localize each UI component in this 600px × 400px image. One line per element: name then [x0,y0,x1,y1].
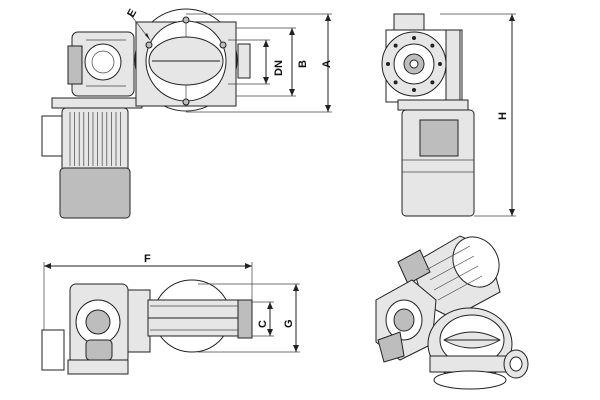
dim-label-e: E [125,7,139,19]
flange-bolt [386,62,390,66]
front-gearbox [67,31,135,97]
top-valve-body [147,279,253,353]
front-valve-flange [134,8,251,112]
flange-bolt [438,62,442,66]
side-mounting-plate [397,99,469,111]
dimension-a: A [186,13,333,113]
front-view: E DN B A [41,7,333,219]
front-mounting-plate [51,97,143,109]
flange-bolt [393,80,398,85]
dimension-f: F [43,253,253,330]
isometric-view [375,235,529,390]
flange-bolt [412,88,416,92]
side-gearbox [381,13,463,103]
dimension-h: H [440,13,516,217]
dim-label-b: B [297,60,309,68]
dim-label-f: F [144,253,151,265]
side-motor [401,109,475,217]
top-view: F C [41,253,300,375]
flange-bolt [430,43,435,48]
flange-bolt [412,36,416,40]
side-view: H [381,13,516,217]
iso-motor [397,235,501,319]
dimension-c: C [252,301,274,337]
dimension-dn: DN [228,39,285,85]
dim-label-dn: DN [273,60,285,76]
front-motor [41,107,131,219]
iso-gearbox [375,279,437,363]
flange-bolt [430,80,435,85]
top-motor-gearbox [41,283,151,375]
dim-label-c: C [257,320,269,328]
flange-bolt [393,43,398,48]
dim-label-g: G [283,319,295,328]
dimension-g: G [198,283,300,353]
dimension-b: B [236,27,309,97]
dim-label-h: H [497,112,509,120]
iso-valve [427,307,529,390]
dim-label-a: A [321,60,333,68]
